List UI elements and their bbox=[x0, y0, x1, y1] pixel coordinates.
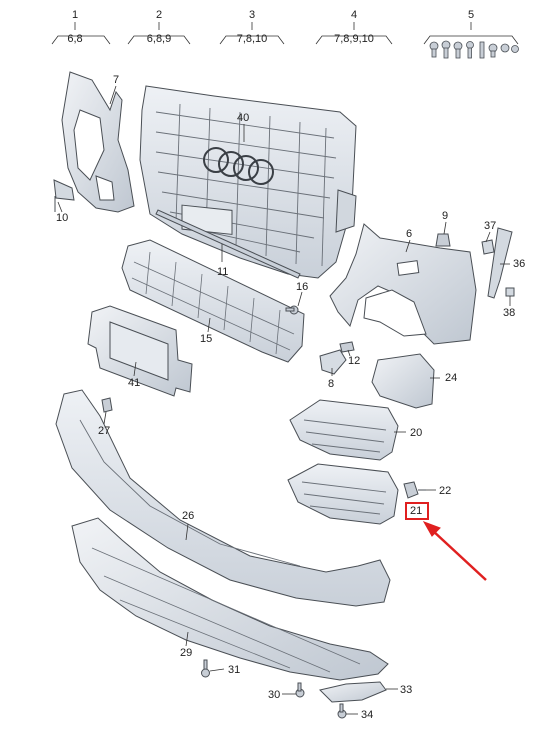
callout-16: 16 bbox=[296, 281, 309, 293]
callout-31: 31 bbox=[228, 664, 241, 676]
part-15-mesh-grille bbox=[121, 239, 305, 363]
callout-20: 20 bbox=[410, 427, 423, 439]
part-27-clip bbox=[101, 397, 113, 413]
part-21-vent-grille bbox=[287, 463, 399, 525]
fastener-set-icon bbox=[429, 40, 519, 59]
callout-36: 36 bbox=[513, 258, 526, 270]
callout-7: 7 bbox=[113, 74, 120, 86]
header-group-4-refs: 7,8,9,10 bbox=[334, 33, 374, 45]
part-30-screw bbox=[295, 682, 305, 698]
part-16-screw bbox=[285, 305, 299, 315]
header-brackets bbox=[51, 22, 519, 45]
header-group-5-number: 5 bbox=[467, 9, 475, 21]
callout-8: 8 bbox=[328, 378, 335, 390]
callout-15: 15 bbox=[200, 333, 213, 345]
audi-rings-icon bbox=[203, 147, 274, 185]
callout-22: 22 bbox=[439, 485, 452, 497]
part-6-corner-cover bbox=[329, 223, 477, 345]
part-34-screw bbox=[337, 703, 347, 719]
header-group-4-number: 4 bbox=[350, 9, 358, 21]
callout-27: 27 bbox=[98, 425, 111, 437]
header-group-1-number: 1 bbox=[71, 9, 79, 21]
header-group-1-refs: 6,8 bbox=[67, 33, 83, 45]
part-36-37-bracket bbox=[481, 227, 515, 299]
callout-40: 40 bbox=[237, 112, 250, 124]
header-group-2-number: 2 bbox=[155, 9, 163, 21]
callout-41: 41 bbox=[128, 377, 141, 389]
part-11-trim-strip bbox=[155, 209, 301, 279]
callout-11: 11 bbox=[217, 266, 229, 278]
part-33-trim-piece bbox=[319, 681, 387, 703]
part-8-cap bbox=[319, 349, 347, 375]
header-group-3-refs: 7,8,10 bbox=[236, 33, 268, 45]
callout-21-highlight-box bbox=[405, 502, 429, 520]
callout-34: 34 bbox=[361, 709, 374, 721]
callout-10: 10 bbox=[56, 212, 69, 224]
part-7-bracket bbox=[61, 71, 135, 213]
callout-37: 37 bbox=[484, 220, 497, 232]
highlight-arrow-icon bbox=[422, 521, 487, 581]
callout-6: 6 bbox=[406, 228, 413, 240]
callout-24: 24 bbox=[445, 372, 458, 384]
part-12-bracket bbox=[339, 341, 355, 353]
part-24-cover bbox=[371, 353, 435, 409]
part-29-undertray bbox=[71, 517, 389, 681]
part-26-bumper-trim bbox=[55, 389, 391, 607]
part-9-clip bbox=[435, 233, 451, 247]
part-10-clip bbox=[53, 179, 75, 212]
part-41-license-plate-mount bbox=[87, 305, 193, 397]
leader-lines bbox=[57, 85, 511, 715]
callout-29: 29 bbox=[180, 647, 193, 659]
header-group-2-refs: 6,8,9 bbox=[146, 33, 172, 45]
callout-26: 26 bbox=[182, 510, 195, 522]
callout-30: 30 bbox=[268, 689, 281, 701]
callout-9: 9 bbox=[442, 210, 449, 222]
callout-33: 33 bbox=[400, 684, 413, 696]
part-22-sensor-holder bbox=[403, 481, 426, 499]
callout-12: 12 bbox=[348, 355, 361, 367]
callout-21: 21 bbox=[410, 505, 423, 517]
callout-38: 38 bbox=[503, 307, 516, 319]
header-group-3-number: 3 bbox=[248, 9, 256, 21]
part-31-screw bbox=[201, 659, 210, 678]
part-20-vent-grille bbox=[289, 399, 399, 461]
